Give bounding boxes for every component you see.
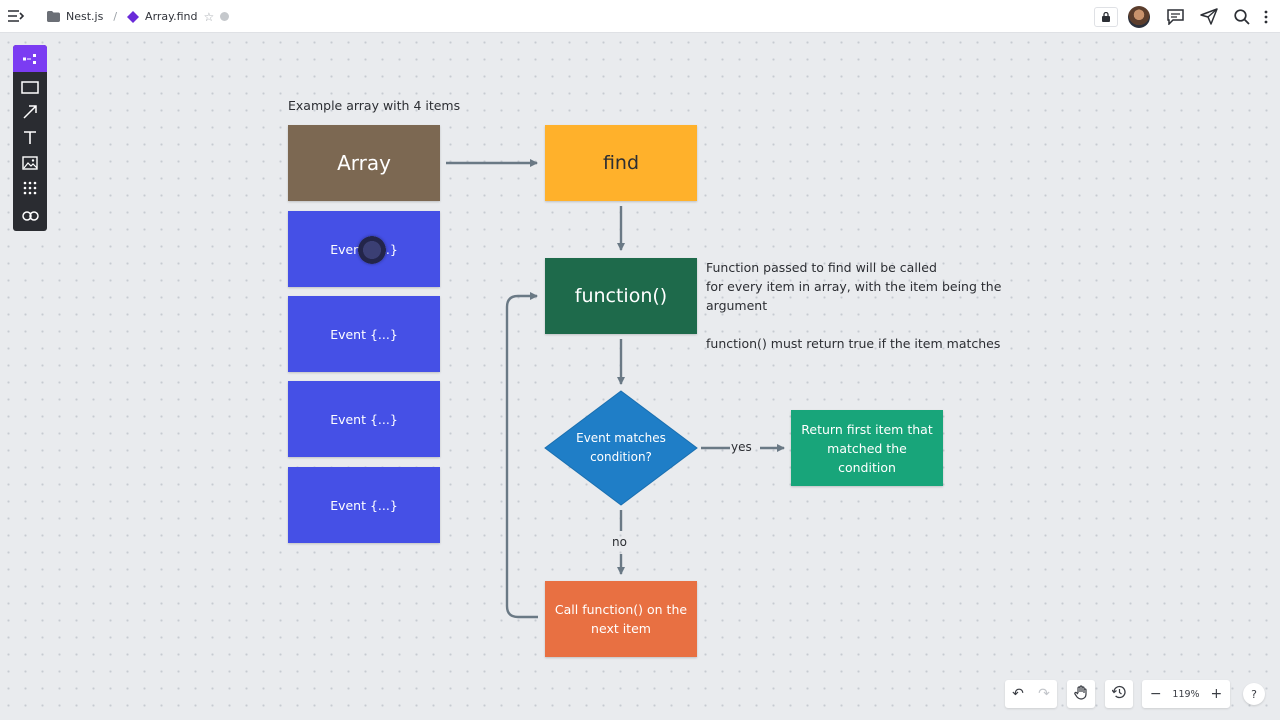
undo-button[interactable]: ↶ <box>1005 680 1031 708</box>
grid-tool[interactable] <box>13 177 47 202</box>
select-icon <box>22 49 38 68</box>
breadcrumb: Nest.js / Array.find ☆ <box>47 0 230 33</box>
decision-label: Event matches condition? <box>576 431 666 464</box>
tools-panel <box>13 45 47 231</box>
more-options-button[interactable] <box>1258 0 1274 33</box>
share-button[interactable] <box>1196 0 1222 33</box>
zoom-controls: − 119% + <box>1142 680 1230 708</box>
function-note-line: function() must return true if the item … <box>706 336 1001 351</box>
board-title[interactable]: Array.find <box>145 10 198 23</box>
menu-button[interactable] <box>8 0 25 33</box>
yes-label: yes <box>731 440 752 454</box>
function-note-line: for every item in array, with the item b… <box>706 279 1002 294</box>
cursor-icon <box>358 236 386 264</box>
more-vertical-icon <box>1258 4 1274 30</box>
array-caption: Example array with 4 items <box>288 98 461 113</box>
lock-button[interactable] <box>1094 0 1118 33</box>
breadcrumb-separator: / <box>113 10 118 23</box>
zoom-in-button[interactable]: + <box>1203 680 1230 708</box>
rectangle-tool[interactable] <box>13 76 47 101</box>
star-icon[interactable]: ☆ <box>203 9 215 24</box>
redo-button[interactable]: ↷ <box>1031 680 1057 708</box>
undo-icon: ↶ <box>1012 686 1024 702</box>
array-item-2[interactable]: Event {...} <box>288 296 440 372</box>
decision-shape[interactable] <box>544 390 698 506</box>
minus-icon: − <box>1149 686 1162 702</box>
link-tool[interactable] <box>13 203 47 228</box>
arrow-icon <box>23 104 37 123</box>
help-button[interactable]: ? <box>1243 683 1265 705</box>
history-control <box>1105 680 1133 708</box>
board-icon <box>127 10 140 23</box>
history-controls: ↶ ↷ <box>1005 680 1057 708</box>
grid-icon <box>23 180 37 199</box>
find-node[interactable]: find <box>545 125 697 201</box>
search-button[interactable] <box>1229 0 1255 33</box>
image-tool[interactable] <box>13 152 47 177</box>
image-icon <box>22 155 38 174</box>
plus-icon: + <box>1210 686 1223 702</box>
array-node[interactable]: Array <box>288 125 440 201</box>
comment-icon <box>1162 4 1188 30</box>
hamburger-icon <box>8 7 25 26</box>
rectangle-icon <box>21 79 39 98</box>
lock-icon <box>1094 6 1118 27</box>
send-icon <box>1196 4 1222 30</box>
no-label: no <box>612 535 627 549</box>
hand-tool-button[interactable] <box>1067 680 1095 708</box>
array-item-4[interactable]: Event {...} <box>288 467 440 543</box>
array-item-3[interactable]: Event {...} <box>288 381 440 457</box>
folder-icon <box>47 7 60 26</box>
hand-icon <box>1074 684 1088 704</box>
arrow-loop-back <box>505 292 538 619</box>
top-bar: Nest.js / Array.find ☆ <box>0 0 1280 33</box>
select-tool[interactable] <box>13 45 47 72</box>
function-note-line: Function passed to find will be called <box>706 260 937 275</box>
redo-icon: ↷ <box>1038 686 1050 702</box>
status-icon <box>220 12 230 21</box>
next-item-node[interactable]: Call function() on the next item <box>545 581 697 657</box>
function-node[interactable]: function() <box>545 258 697 334</box>
avatar[interactable] <box>1128 0 1150 33</box>
comments-button[interactable] <box>1162 0 1188 33</box>
history-icon <box>1111 685 1127 703</box>
search-icon <box>1229 4 1255 30</box>
link-icon <box>21 206 39 225</box>
hand-control <box>1067 680 1095 708</box>
function-note-line: argument <box>706 298 768 313</box>
zoom-out-button[interactable]: − <box>1142 680 1169 708</box>
breadcrumb-folder[interactable]: Nest.js <box>66 10 104 23</box>
zoom-level[interactable]: 119% <box>1172 688 1200 700</box>
text-tool[interactable] <box>13 127 47 152</box>
return-node[interactable]: Return first item that matched the condi… <box>791 410 943 486</box>
history-button[interactable] <box>1105 680 1133 708</box>
text-icon <box>23 130 37 149</box>
arrow-tool[interactable] <box>13 101 47 126</box>
